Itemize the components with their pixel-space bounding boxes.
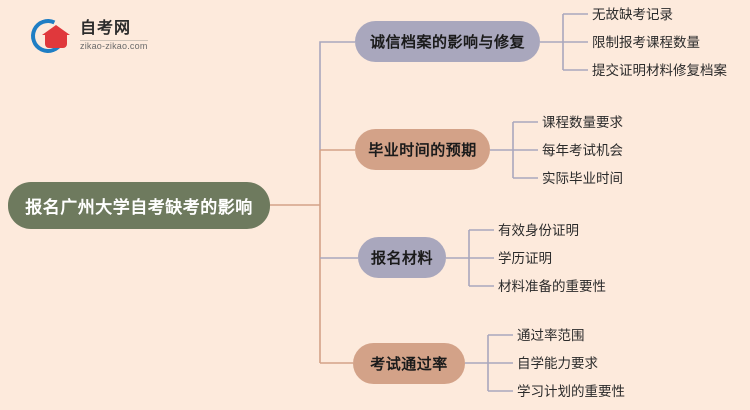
leaf-item[interactable]: 限制报考课程数量 bbox=[592, 35, 700, 50]
branch-node-pass-rate[interactable]: 考试通过率 bbox=[353, 343, 465, 384]
leaf-item[interactable]: 通过率范围 bbox=[517, 328, 585, 343]
logo-title: 自考网 bbox=[80, 20, 132, 38]
logo-mark-icon bbox=[26, 14, 74, 58]
logo-url: zikao-zikao.com bbox=[80, 40, 148, 51]
leaf-item[interactable]: 提交证明材料修复档案 bbox=[592, 63, 727, 78]
logo-text-block: 自考网 zikao-zikao.com bbox=[80, 20, 148, 51]
branch-node-graduation-time[interactable]: 毕业时间的预期 bbox=[355, 129, 490, 170]
leaf-item[interactable]: 课程数量要求 bbox=[542, 115, 623, 130]
graduation-cap-icon bbox=[42, 25, 70, 35]
logo-divider bbox=[80, 39, 148, 41]
leaf-item[interactable]: 学历证明 bbox=[498, 251, 552, 266]
leaf-item[interactable]: 无故缺考记录 bbox=[592, 7, 673, 22]
leaf-item[interactable]: 有效身份证明 bbox=[498, 223, 579, 238]
leaf-item[interactable]: 实际毕业时间 bbox=[542, 171, 623, 186]
branch-node-application-materials[interactable]: 报名材料 bbox=[358, 237, 446, 278]
site-logo[interactable]: 自考网 zikao-zikao.com bbox=[26, 14, 170, 58]
graduation-cap-body-icon bbox=[45, 35, 67, 48]
leaf-item[interactable]: 学习计划的重要性 bbox=[517, 384, 625, 399]
branch-node-credit-file[interactable]: 诚信档案的影响与修复 bbox=[355, 21, 540, 62]
root-node[interactable]: 报名广州大学自考缺考的影响 bbox=[8, 182, 270, 229]
leaf-item[interactable]: 每年考试机会 bbox=[542, 143, 623, 158]
leaf-item[interactable]: 材料准备的重要性 bbox=[498, 279, 606, 294]
leaf-item[interactable]: 自学能力要求 bbox=[517, 356, 598, 371]
